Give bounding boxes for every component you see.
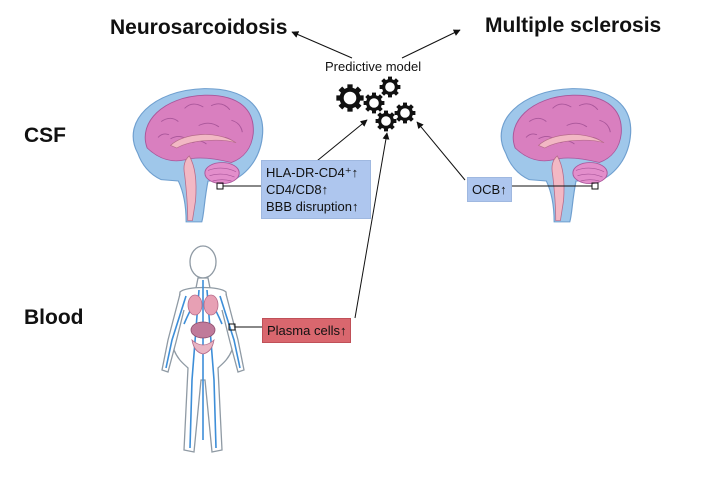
organs-illustration (187, 294, 219, 355)
arrow-from-ms-csf (416, 121, 466, 181)
blood-row-label: Blood (24, 306, 84, 329)
neurosarcoidosis-title: Neurosarcoidosis (110, 16, 288, 39)
ms-csf-marker: OCB↑ (467, 177, 512, 202)
right-brain-illustration (500, 87, 632, 223)
gears-icon (336, 74, 417, 133)
left-brain-illustration (132, 87, 264, 223)
marker-bbb-disruption: BBB disruption↑ (266, 199, 359, 214)
arrow-to-neurosarcoidosis (291, 31, 353, 59)
neurosarcoidosis-csf-markers: HLA-DR-CD4⁺↑ CD4/CD8↑ BBB disruption↑ (261, 160, 371, 219)
multiple-sclerosis-title: Multiple sclerosis (485, 14, 662, 37)
arrow-from-blood (354, 132, 390, 319)
csf-row-label: CSF (24, 124, 66, 147)
marker-cd4-cd8: CD4/CD8↑ (266, 182, 329, 197)
arrow-to-multiple-sclerosis (401, 29, 461, 59)
marker-hla-dr-cd4: HLA-DR-CD4⁺↑ (266, 165, 359, 180)
blood-marker: Plasma cells↑ (262, 318, 352, 343)
arrow-from-neurosarcoidosis-csf (311, 119, 368, 166)
predictive-model-label: Predictive model (325, 59, 422, 74)
